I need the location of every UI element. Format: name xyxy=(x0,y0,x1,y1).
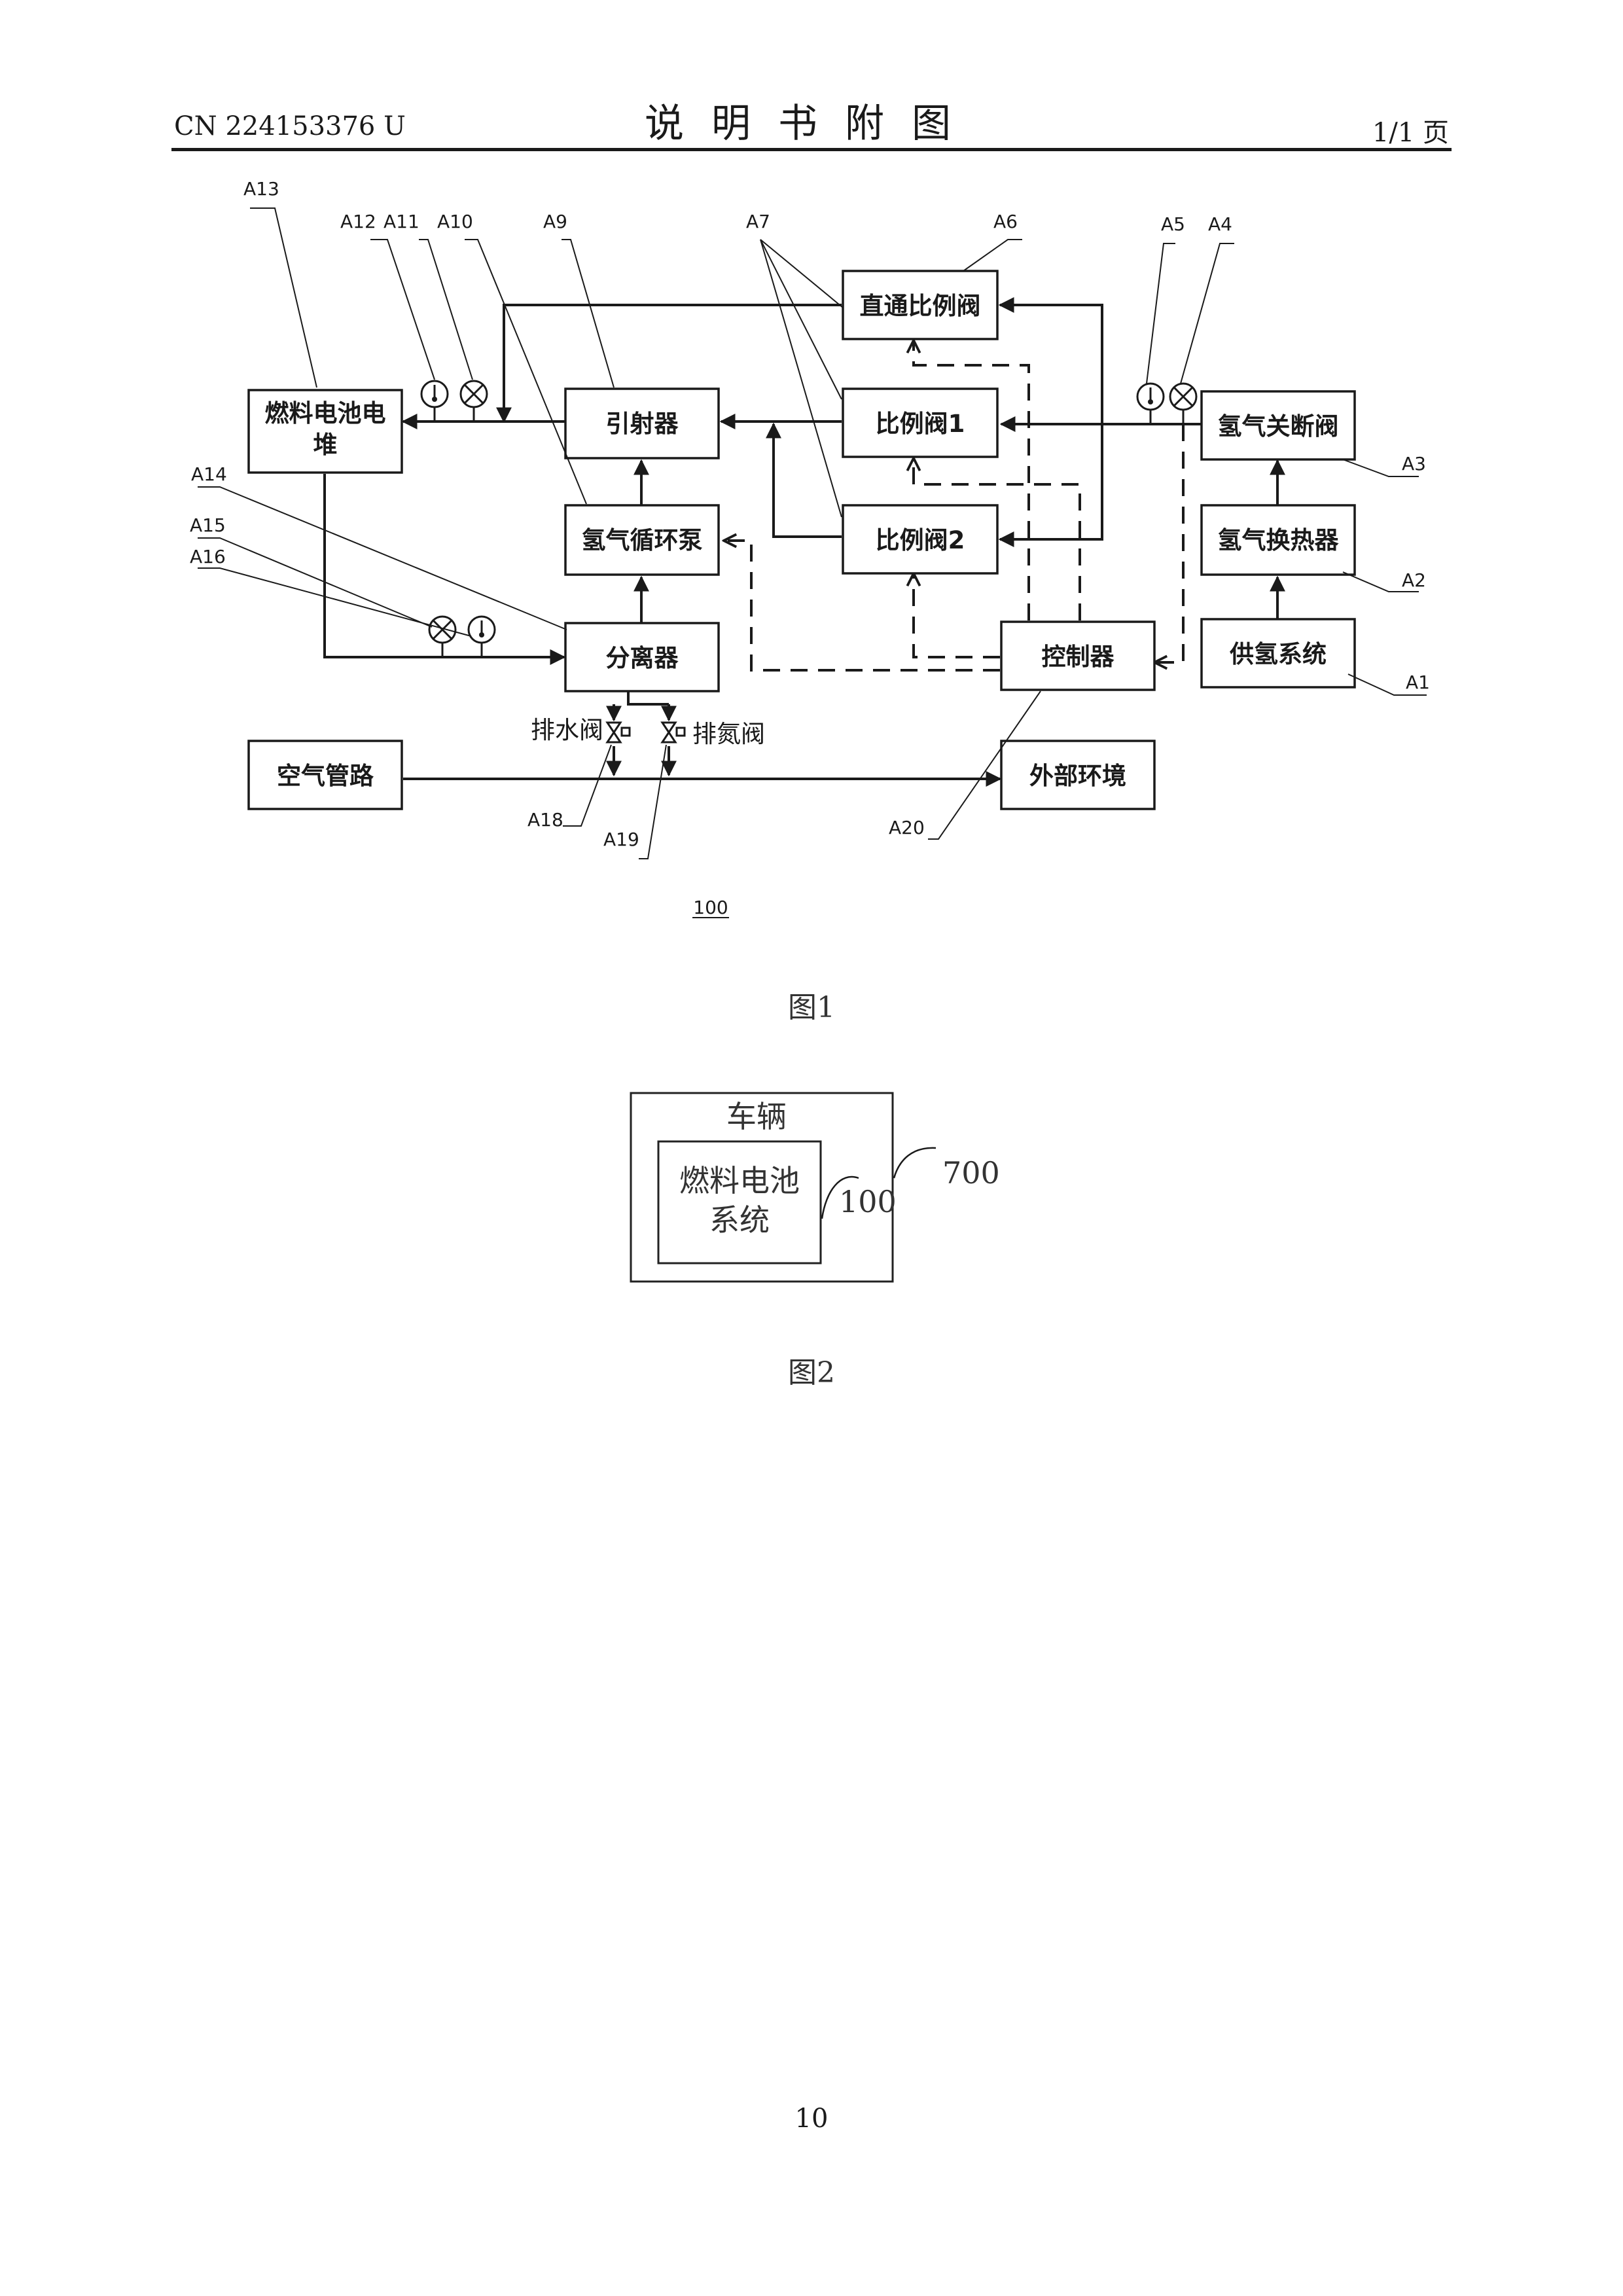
leader-a15 xyxy=(198,538,432,627)
drain-valve-label: 排水阀 xyxy=(531,716,603,744)
system-number: 100 xyxy=(693,897,728,918)
ref-a10: A10 xyxy=(437,211,473,232)
flow-to-direct-valve xyxy=(1000,305,1102,424)
supply-box: 供氢系统 xyxy=(1202,619,1355,687)
controller-label: 控制器 xyxy=(1042,643,1115,671)
ref-a5: A5 xyxy=(1161,213,1185,235)
temperature-sensor-a15-icon xyxy=(469,617,495,657)
ref-a6: A6 xyxy=(993,211,1018,232)
ref-a18: A18 xyxy=(527,809,563,831)
environment-label: 外部环境 xyxy=(1029,762,1126,790)
separator-label: 分离器 xyxy=(606,644,679,672)
temperature-sensor-a12-icon xyxy=(421,381,448,422)
figure2-caption: 图2 xyxy=(788,1356,835,1390)
ref-a3: A3 xyxy=(1402,453,1426,475)
control-to-direct-valve xyxy=(914,340,1029,620)
leader-a6 xyxy=(963,240,1022,271)
purge-valve-label: 排氮阀 xyxy=(692,720,765,748)
control-to-valve2 xyxy=(914,573,1000,657)
purge-valve-icon xyxy=(662,723,685,742)
ref-a20: A20 xyxy=(889,817,925,838)
pressure-sensor-a11-icon xyxy=(461,381,487,422)
heat-exchanger-label: 氢气换热器 xyxy=(1218,526,1340,554)
stack-label-line1: 燃料电池电 xyxy=(265,399,386,427)
page-number: 10 xyxy=(0,2104,1623,2134)
ref-a13: A13 xyxy=(243,178,279,200)
direct-valve-label: 直通比例阀 xyxy=(860,292,981,320)
air-pipe-box: 空气管路 xyxy=(249,741,402,809)
system-label-line2: 系统 xyxy=(709,1202,770,1238)
air-pipe-label: 空气管路 xyxy=(277,762,374,790)
valve2-box: 比例阀2 xyxy=(843,505,997,573)
stack-box: 燃料电池电 堆 xyxy=(249,390,402,473)
ref-a1: A1 xyxy=(1406,672,1430,693)
supply-label: 供氢系统 xyxy=(1230,640,1327,668)
ref-a15: A15 xyxy=(190,514,226,536)
ref-a9: A9 xyxy=(543,211,567,232)
leader-a19 xyxy=(639,745,666,859)
sensor-to-controller xyxy=(1154,424,1183,662)
environment-box: 外部环境 xyxy=(1001,741,1154,809)
system-label-line1: 燃料电池 xyxy=(679,1163,800,1198)
stack-label-line2: 堆 xyxy=(313,431,338,459)
leader-a9 xyxy=(562,240,614,387)
ejector-box: 引射器 xyxy=(565,389,719,458)
ref-a16: A16 xyxy=(190,546,226,567)
leader-a10 xyxy=(465,240,586,504)
pump-box: 氢气循环泵 xyxy=(565,505,719,575)
separator-box: 分离器 xyxy=(565,623,719,691)
pressure-sensor-a16-icon xyxy=(429,617,455,657)
pump-label: 氢气循环泵 xyxy=(582,526,703,554)
vehicle-label: 车辆 xyxy=(726,1099,787,1134)
leader-a7-valve1 xyxy=(760,240,842,399)
shutoff-label: 氢气关断阀 xyxy=(1218,412,1339,440)
ref-a11: A11 xyxy=(383,211,419,232)
direct-valve-box: 直通比例阀 xyxy=(843,271,997,339)
leader-a12 xyxy=(370,240,435,380)
heat-exchanger-box: 氢气换热器 xyxy=(1202,505,1355,575)
leader-a13 xyxy=(250,208,317,387)
leader-a7-direct xyxy=(760,240,843,308)
ref-a12: A12 xyxy=(340,211,376,232)
ref-a19: A19 xyxy=(603,829,639,850)
pressure-sensor-a4-icon xyxy=(1170,384,1196,424)
flow-to-valve2 xyxy=(1000,424,1102,539)
valve1-label: 比例阀1 xyxy=(876,410,965,438)
flow-separator-to-valves xyxy=(628,691,669,704)
leader-a5 xyxy=(1147,243,1175,384)
ref-a14: A14 xyxy=(191,463,227,485)
controller-box: 控制器 xyxy=(1001,622,1154,690)
figure1-caption: 图1 xyxy=(788,991,835,1024)
ref-700: 700 xyxy=(942,1155,1000,1191)
leader-a14 xyxy=(198,487,567,630)
leader-700 xyxy=(894,1148,936,1178)
leader-a4 xyxy=(1181,243,1234,384)
drain-valve-icon xyxy=(607,723,630,742)
valve2-label: 比例阀2 xyxy=(876,526,965,554)
ref-a2: A2 xyxy=(1402,569,1426,591)
ref-a7: A7 xyxy=(746,211,770,232)
temperature-sensor-a5-icon xyxy=(1137,384,1164,424)
shutoff-box: 氢气关断阀 xyxy=(1202,391,1355,459)
leader-a18 xyxy=(563,745,611,826)
valve1-box: 比例阀1 xyxy=(843,389,997,457)
figure2: 车辆 燃料电池 系统 100 700 图2 xyxy=(631,1093,1000,1390)
ejector-label: 引射器 xyxy=(606,410,679,438)
ref-100: 100 xyxy=(839,1184,897,1219)
ref-a4: A4 xyxy=(1208,213,1232,235)
